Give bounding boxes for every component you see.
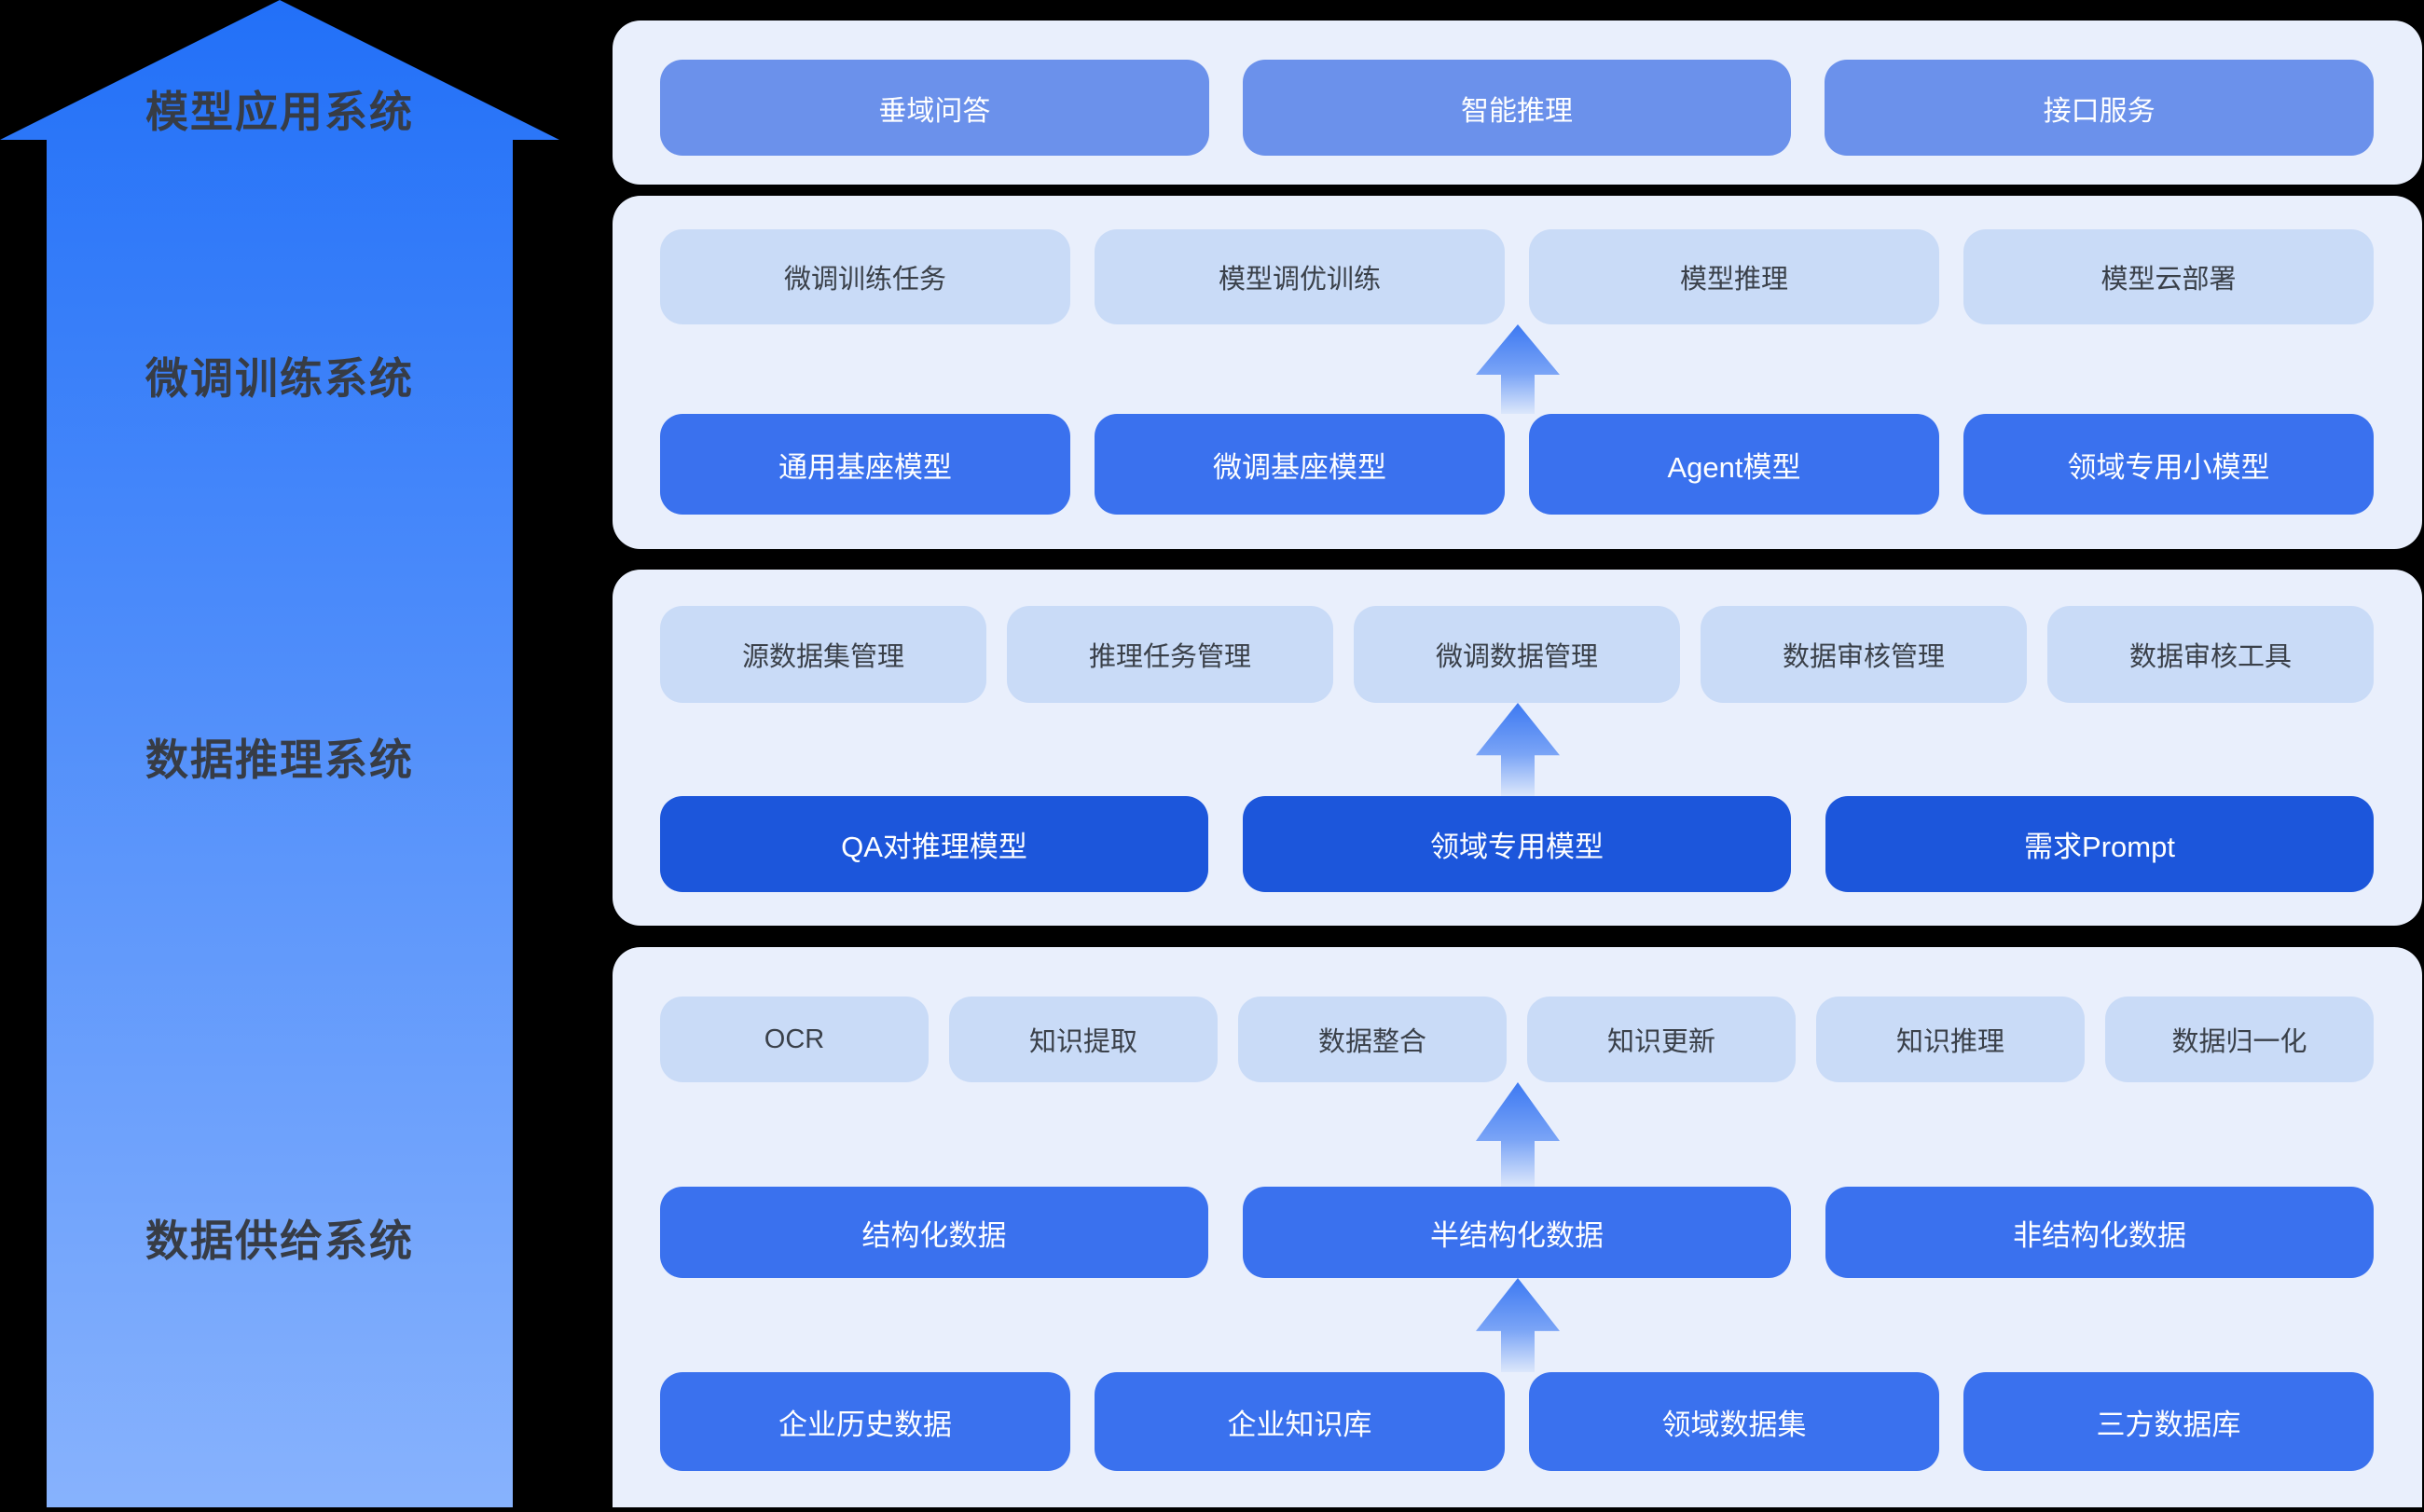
box-data-review-mgmt: 数据审核管理 [1701, 606, 2027, 703]
box-agent-model: Agent模型 [1529, 414, 1939, 515]
panel-data-supply: OCR 知识提取 数据整合 知识更新 知识推理 数据归一化 结构化数据 半结构化… [613, 947, 2422, 1507]
panel-data-inference: 源数据集管理 推理任务管理 微调数据管理 数据审核管理 数据审核工具 QA对推理… [613, 570, 2422, 926]
box-unstructured-data: 非结构化数据 [1825, 1187, 2374, 1278]
box-structured-data: 结构化数据 [660, 1187, 1208, 1278]
finetune-task-row: 微调训练任务 模型调优训练 模型推理 模型云部署 [660, 229, 2374, 324]
ladder-level-label: 微调训练系统 [145, 354, 414, 403]
box-inference-task-mgmt: 推理任务管理 [1007, 606, 1333, 703]
box-data-integration: 数据整合 [1238, 997, 1507, 1082]
box-enterprise-knowledge-base: 企业知识库 [1095, 1372, 1505, 1471]
data-type-row: 结构化数据 半结构化数据 非结构化数据 [660, 1187, 2374, 1278]
box-finetune-data-mgmt: 微调数据管理 [1354, 606, 1680, 703]
box-general-base-model: 通用基座模型 [660, 414, 1070, 515]
box-finetune-training-task: 微调训练任务 [660, 229, 1070, 324]
box-finetuned-base-model: 微调基座模型 [1095, 414, 1505, 515]
box-model-tuning-training: 模型调优训练 [1095, 229, 1505, 324]
up-arrow-icon [613, 1278, 2422, 1372]
box-api-service: 接口服务 [1825, 60, 2375, 156]
box-knowledge-update: 知识更新 [1527, 997, 1796, 1082]
box-vertical-qa: 垂域问答 [660, 60, 1209, 156]
ladder-level-label: 数据供给系统 [145, 1216, 414, 1265]
box-domain-dataset: 领域数据集 [1529, 1372, 1939, 1471]
box-knowledge-extraction: 知识提取 [949, 997, 1218, 1082]
inference-model-row: QA对推理模型 领域专用模型 需求Prompt [660, 796, 2374, 892]
box-source-dataset-mgmt: 源数据集管理 [660, 606, 986, 703]
base-model-row: 通用基座模型 微调基座模型 Agent模型 领域专用小模型 [660, 414, 2374, 515]
up-arrow-icon [613, 703, 2422, 796]
ladder-level-label: 模型应用系统 [145, 88, 414, 136]
panel-finetune-training: 微调训练任务 模型调优训练 模型推理 模型云部署 通用基座模型 微调基座模型 A… [613, 196, 2422, 549]
box-domain-specific-model: 领域专用模型 [1243, 796, 1791, 892]
box-data-normalization: 数据归一化 [2105, 997, 2374, 1082]
box-data-review-tool: 数据审核工具 [2047, 606, 2374, 703]
box-intelligent-inference: 智能推理 [1242, 60, 1792, 156]
box-domain-small-model: 领域专用小模型 [1963, 414, 2374, 515]
box-enterprise-history-data: 企业历史数据 [660, 1372, 1070, 1471]
box-model-inference: 模型推理 [1529, 229, 1939, 324]
ladder-level-label: 数据推理系统 [145, 735, 414, 784]
box-qa-pair-inference-model: QA对推理模型 [660, 796, 1208, 892]
ladder-arrow: 模型应用系统 微调训练系统 数据推理系统 数据供给系统 [0, 0, 559, 1507]
ladder-arrow-shape [0, 0, 559, 1507]
up-arrow-icon [613, 324, 2422, 414]
data-source-row: 企业历史数据 企业知识库 领域数据集 三方数据库 [660, 1372, 2374, 1471]
box-knowledge-reasoning: 知识推理 [1816, 997, 2085, 1082]
application-row: 垂域问答 智能推理 接口服务 [660, 60, 2375, 156]
box-ocr: OCR [660, 997, 929, 1082]
up-arrow-icon [613, 1082, 2422, 1187]
data-processing-row: OCR 知识提取 数据整合 知识更新 知识推理 数据归一化 [660, 997, 2374, 1082]
box-semi-structured-data: 半结构化数据 [1243, 1187, 1791, 1278]
box-third-party-database: 三方数据库 [1963, 1372, 2374, 1471]
panel-model-application: 垂域问答 智能推理 接口服务 [613, 21, 2422, 185]
box-requirement-prompt: 需求Prompt [1825, 796, 2374, 892]
box-model-cloud-deploy: 模型云部署 [1963, 229, 2374, 324]
data-management-row: 源数据集管理 推理任务管理 微调数据管理 数据审核管理 数据审核工具 [660, 606, 2374, 703]
